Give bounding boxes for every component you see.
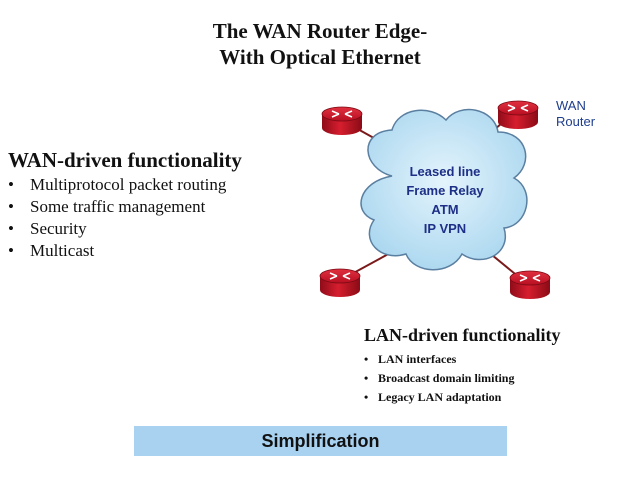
list-item: Broadcast domain limiting	[364, 369, 634, 388]
wan-router-label-line-2: Router	[556, 114, 596, 129]
wan-router-label-line-1: WAN	[556, 98, 586, 113]
lan-functionality-heading: LAN-driven functionality	[364, 325, 561, 345]
list-item: Some traffic management	[8, 196, 328, 218]
wan-router-label: WAN Router	[556, 98, 616, 130]
list-item: Multiprotocol packet routing	[8, 174, 328, 196]
lan-functionality-list: LAN interfaces Broadcast domain limiting…	[364, 350, 634, 407]
network-cloud-icon	[360, 108, 528, 271]
wan-functionality-list: Multiprotocol packet routing Some traffi…	[8, 174, 328, 262]
list-item: Security	[8, 218, 328, 240]
cloud-service-atm: ATM	[431, 202, 458, 217]
lan-functionality-section: LAN-driven functionality LAN interfaces …	[364, 324, 634, 407]
list-item: Multicast	[8, 240, 328, 262]
title-line-2: With Optical Ethernet	[219, 45, 421, 69]
list-item: LAN interfaces	[364, 350, 634, 369]
wan-functionality-section: WAN-driven functionality Multiprotocol p…	[8, 148, 328, 262]
router-icon	[319, 268, 361, 297]
list-item: Legacy LAN adaptation	[364, 388, 634, 407]
router-icon	[509, 270, 551, 299]
title-line-1: The WAN Router Edge-	[212, 19, 428, 43]
simplification-banner: Simplification	[134, 426, 507, 456]
cloud-service-frame-relay: Frame Relay	[406, 183, 484, 198]
wan-functionality-heading: WAN-driven functionality	[8, 148, 242, 172]
router-icon	[497, 100, 539, 129]
diagram-title: The WAN Router Edge- With Optical Ethern…	[150, 18, 490, 70]
cloud-service-ip-vpn: IP VPN	[424, 221, 466, 236]
cloud-service-leased-line: Leased line	[410, 164, 481, 179]
router-icon	[321, 106, 363, 135]
